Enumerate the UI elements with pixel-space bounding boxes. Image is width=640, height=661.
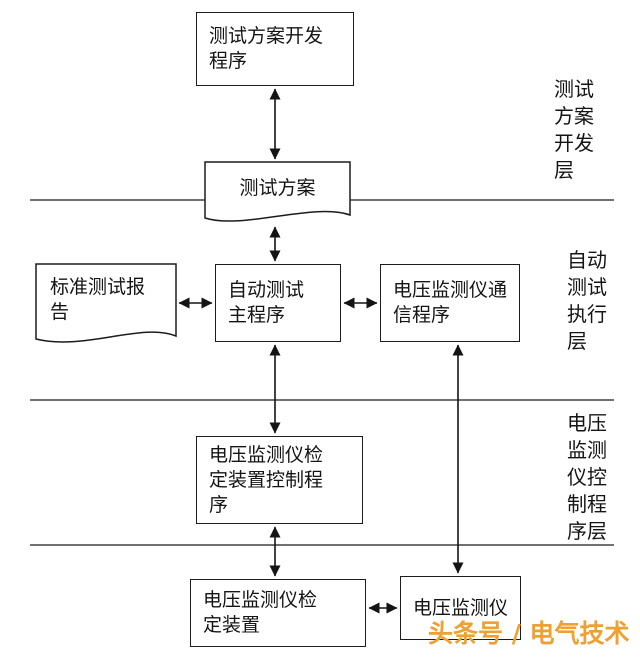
- document-std-report-label: 标准测试报 告: [50, 276, 146, 323]
- document-test-scheme-label: 测试方案: [239, 177, 316, 199]
- layer-label-monitor-control-program: 电压 监测 仪控 制程 序层: [567, 411, 607, 543]
- document-shape-test-scheme: [204, 161, 351, 222]
- layer-label-auto-test-execution: 自动 测试 执行 层: [567, 248, 607, 353]
- node-verification-device-control-program: 电压监测仪检 定装置控制程 序: [196, 436, 363, 524]
- node-voltage-monitor-comm-program: 电压监测仪通 信程序: [380, 264, 520, 342]
- node-test-scheme-dev-program: 测试方案开发 程序: [196, 12, 354, 86]
- node-voltage-monitor: 电压监测仪: [400, 576, 521, 640]
- document-shape-std-report: [35, 263, 177, 343]
- node-verification-device: 电压监测仪检 定装置: [190, 579, 366, 647]
- layer-label-test-scheme-development: 测试 方案 开发 层: [554, 77, 594, 182]
- node-auto-test-main-program: 自动测试 主程序: [215, 264, 341, 342]
- watermark-text: 头条号 / 电气技术: [428, 619, 630, 648]
